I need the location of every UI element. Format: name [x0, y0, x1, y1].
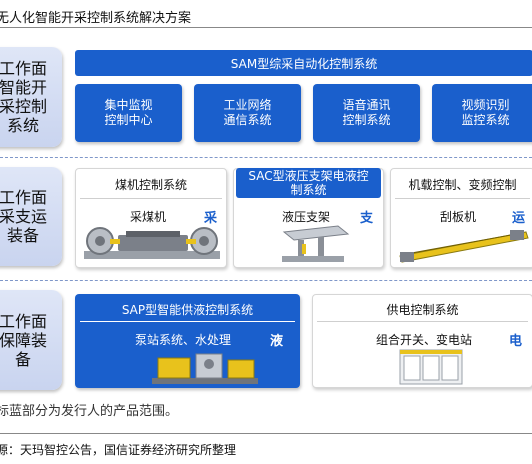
pump-station-image: [152, 353, 258, 384]
sam-module-industrial-network: 工业网络 通信系统: [194, 84, 301, 142]
shearer-label: 采煤机: [130, 210, 167, 224]
row-label-text: 工作面 保障装 备: [0, 311, 47, 369]
transport-tag: 运: [512, 211, 526, 226]
hydraulic-support-label: 液压支架: [282, 210, 331, 224]
switchgear-image: [399, 349, 463, 385]
liquid-tag: 液: [270, 334, 284, 349]
sap-system-title: SAP型智能供液控制系统: [121, 303, 254, 317]
row-label-text: 工作面 智能开 采控制 系统: [0, 59, 47, 135]
onboard-control-title: 机载控制、变频控制: [408, 178, 517, 192]
sac-system-header: SAC型液压支架电液控 制系统: [236, 168, 381, 198]
sam-module-video-recognition: 视频识别 监控系统: [432, 84, 532, 142]
hydraulic-support-image: [282, 225, 350, 262]
card-divider: [317, 321, 528, 322]
row-separator: [0, 157, 532, 158]
sam-module-voice-communication: 语音通讯 控制系统: [313, 84, 420, 142]
title-divider: [0, 27, 532, 28]
power-supply-title: 供电控制系统: [386, 303, 459, 317]
row-label-equipment: 工作面 采支运 装备: [0, 167, 62, 266]
shearer-image: [84, 227, 220, 259]
electric-tag: 电: [509, 334, 523, 349]
scraper-conveyor-card: [390, 168, 532, 268]
coal-machine-control-title: 煤机控制系统: [114, 178, 187, 192]
module-text: 视频识别 监控系统: [461, 98, 510, 127]
row-label-text: 工作面 采支运 装备: [0, 188, 47, 245]
row-separator: [0, 280, 532, 281]
mining-tag: 采: [204, 211, 218, 226]
module-text: 语音通讯 控制系统: [342, 98, 391, 127]
sam-system-header: SAM型综采自动化控制系统: [75, 50, 532, 76]
sam-module-monitoring-center: 集中监视 控制中心: [75, 84, 182, 142]
page-title: 无人化智能开采控制系统解决方案: [0, 11, 192, 26]
card-divider: [80, 198, 222, 199]
module-text: 集中监视 控制中心: [104, 98, 153, 127]
sac-header-text: SAC型液压支架电液控 制系统: [248, 169, 369, 197]
switchgear-label: 组合开关、变电站: [376, 333, 473, 347]
row-label-control-system: 工作面 智能开 采控制 系统: [0, 47, 62, 147]
card-divider: [395, 198, 530, 199]
sam-header-text: SAM型综采自动化控制系统: [230, 56, 378, 71]
scraper-conveyor-label: 刮板机: [440, 210, 477, 224]
support-tag: 支: [360, 211, 374, 226]
scraper-conveyor-image: [399, 230, 529, 263]
source-text: 源：天玛智控公告，国信证券经济研究所整理: [0, 443, 237, 457]
source-divider: [0, 433, 532, 434]
product-scope-note: 标蓝部分为发行人的产品范围。: [0, 404, 179, 419]
module-text: 工业网络 通信系统: [223, 98, 272, 127]
card-divider: [80, 321, 295, 322]
row-label-support: 工作面 保障装 备: [0, 290, 62, 390]
pump-station-label: 泵站系统、水处理: [135, 333, 232, 347]
